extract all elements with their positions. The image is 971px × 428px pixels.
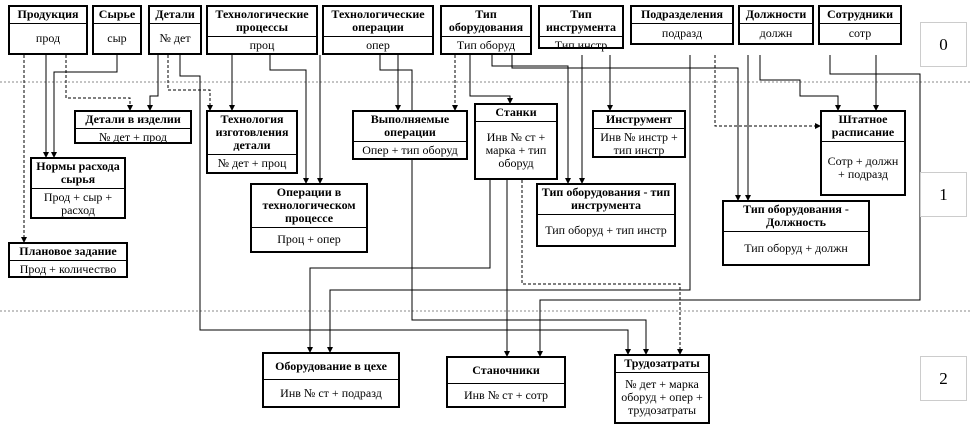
entity-shtat: Штатное расписание Сотр + должн + подраз… <box>820 110 906 196</box>
entity-name: Подразделения <box>640 7 724 21</box>
link-stanki-trud <box>521 180 683 355</box>
entity-key: Прод + сыр + расход <box>32 188 124 219</box>
entity-stanki: Станки Инв № ст + марка + тип оборуд <box>474 103 558 180</box>
entity-key: Тип оборуд + тип инстр <box>538 214 674 245</box>
entity-detali: Детали № дет <box>148 5 202 55</box>
link-dol-shtat <box>759 55 841 111</box>
entity-name: Тип оборудования - Должность <box>743 202 849 229</box>
entity-tipinstr: Тип инструмента Тип инстр <box>538 5 624 52</box>
entity-detizd: Детали в изделии № дет + прод <box>74 110 192 144</box>
entity-tobti: Тип оборудования - тип инструмента Тип о… <box>536 183 676 247</box>
entity-syre: Сырье сыр <box>92 5 142 55</box>
entity-name: Технологические процессы <box>215 7 309 34</box>
entity-key: прод <box>10 23 86 53</box>
entity-key: Тип инстр <box>540 36 622 54</box>
entity-key: должн <box>740 23 812 43</box>
entity-name: Сырье <box>98 7 136 21</box>
link-det-tehizg <box>167 55 213 111</box>
entity-operproc: Операции в технологическом процессе Проц… <box>250 183 368 253</box>
entity-key: сыр <box>94 23 140 53</box>
entity-name: Оборудование в цехе <box>275 359 387 373</box>
entity-dolzhn: Должности должн <box>738 5 814 45</box>
entity-name: Операции в технологическом процессе <box>262 185 356 225</box>
entity-trud: Трудозатраты № дет + марка оборуд + опер… <box>614 354 710 424</box>
entity-key: Проц + опер <box>252 227 366 251</box>
entity-key: Тип оборуд <box>442 36 530 54</box>
entity-key: проц <box>208 36 316 54</box>
link-tob-tobdol <box>511 55 741 201</box>
entity-key: Сотр + должн + подразд <box>822 141 904 194</box>
link-det-detizd <box>147 55 159 111</box>
entity-name: Плановое задание <box>19 244 117 258</box>
entity-name: Нормы расхода сырья <box>36 159 120 186</box>
entity-key: Инв № ст + марка + тип оборуд <box>476 121 556 178</box>
entity-key: № дет <box>150 23 200 53</box>
entity-name: Инструмент <box>605 112 673 126</box>
entity-key: сотр <box>820 23 900 43</box>
entity-key: № дет + проц <box>208 154 296 172</box>
level-label-2: 2 <box>920 356 967 401</box>
entity-tehoper: Технологические операции опер <box>322 5 434 55</box>
entity-stanoch: Станочники Инв № ст + сотр <box>446 356 566 408</box>
entity-key: Инв № ст + подразд <box>264 379 398 406</box>
entity-key: Тип оборуд + должн <box>724 231 868 264</box>
entity-name: Станочники <box>472 363 540 377</box>
link-tob-stanki <box>469 55 513 104</box>
entity-key: Инв № ст + сотр <box>448 383 564 406</box>
link-stanki-oborceh <box>307 180 491 353</box>
entity-key: опер <box>324 36 432 54</box>
entity-key: Инв № инстр + тип инстр <box>594 128 684 159</box>
entity-instr: Инструмент Инв № инстр + тип инстр <box>592 110 686 158</box>
entity-tehproc: Технологические процессы проц <box>206 5 318 55</box>
entity-name: Станки <box>495 105 537 119</box>
entity-name: Тип инструмента <box>545 7 616 34</box>
entity-name: Тип оборудования <box>448 7 524 34</box>
link-syr-normy <box>51 55 118 158</box>
link-proc-operproc <box>269 55 309 184</box>
entity-normy: Нормы расхода сырья Прод + сыр + расход <box>30 157 126 219</box>
entity-vypoper: Выполняемые операции Опер + тип оборуд <box>352 110 468 160</box>
entity-key: Прод + количество <box>10 260 126 278</box>
entity-key: № дет + марка оборуд + опер + трудозатра… <box>616 372 708 422</box>
entity-podrazd: Подразделения подразд <box>630 5 734 45</box>
level-label-1: 1 <box>920 172 967 217</box>
entity-name: Должности <box>745 7 807 21</box>
entity-name: Детали <box>155 7 195 21</box>
entity-name: Продукция <box>17 7 79 21</box>
entity-name: Штатное расписание <box>831 112 895 139</box>
entity-key: подразд <box>632 23 732 43</box>
entity-name: Сотрудники <box>826 7 894 21</box>
link-pod-oborceh <box>327 55 691 353</box>
entity-produkciya: Продукция прод <box>8 5 88 55</box>
entity-tehizg: Технология изготовления детали № дет + п… <box>206 110 298 174</box>
entity-tipobor: Тип оборудования Тип оборуд <box>440 5 532 55</box>
entity-name: Детали в изделии <box>85 112 181 126</box>
entity-name: Тип оборудования - тип инструмента <box>541 185 671 212</box>
entity-sotr: Сотрудники сотр <box>818 5 902 45</box>
level-label-0: 0 <box>920 22 967 67</box>
entity-name: Технологические операции <box>331 7 425 34</box>
entity-tobdol: Тип оборудования - Должность Тип оборуд … <box>722 200 870 266</box>
entity-name: Выполняемые операции <box>370 112 450 139</box>
entity-key: № дет + прод <box>76 128 190 146</box>
link-oper-trud <box>379 55 649 355</box>
entity-key: Опер + тип оборуд <box>354 141 466 159</box>
link-pod-shtat <box>714 55 821 129</box>
entity-name: Трудозатраты <box>624 356 700 370</box>
link-det-trud <box>179 55 631 355</box>
entity-plan: Плановое задание Прод + количество <box>8 242 128 278</box>
link-prod-detizd <box>65 55 133 111</box>
entity-oborceh: Оборудование в цехе Инв № ст + подразд <box>262 352 400 408</box>
entity-name: Технология изготовления детали <box>215 112 289 152</box>
link-tob-tobti <box>491 55 571 184</box>
